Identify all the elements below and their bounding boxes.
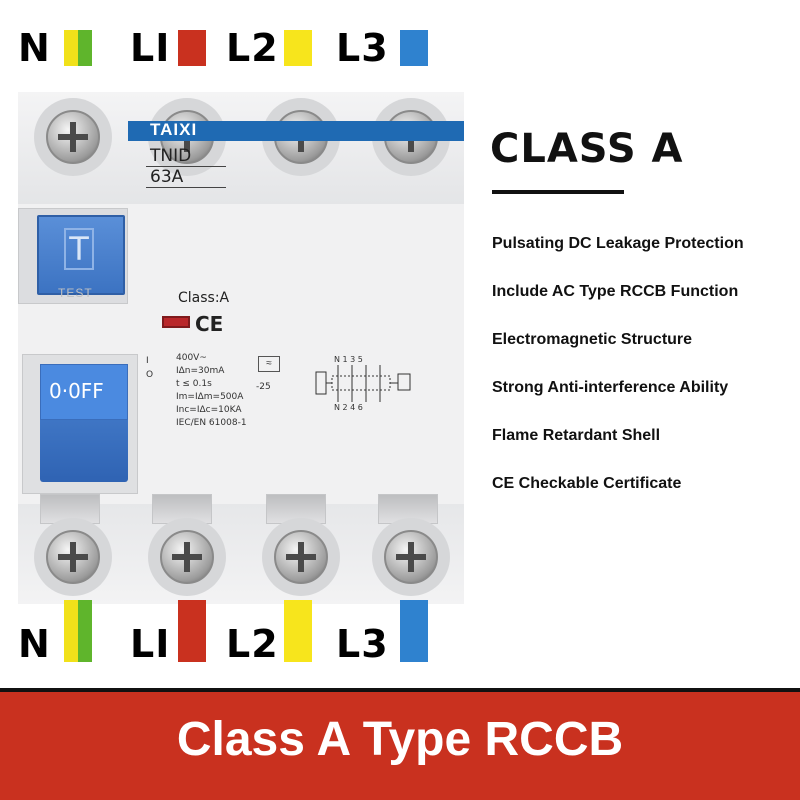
feature-item: Strong Anti-interference Ability [492,379,729,396]
terminal-label-bottom-l1: LI [130,622,171,666]
feature-item: Pulsating DC Leakage Protection [492,235,744,252]
schematic-bottom-label: N 2 4 6 [334,403,363,412]
divider [146,187,226,188]
terminal-label-bottom-l2: L2 [226,622,279,666]
screw-icon [46,110,100,164]
model-label: TNID [150,146,192,166]
rating-label: 63A [150,167,184,187]
terminal-label-top-n: N [18,26,51,70]
screw-icon [384,530,438,584]
wire-l3-top [400,30,428,66]
screw-icon [160,530,214,584]
screw-icon [274,530,328,584]
schematic-top-label: N 1 3 5 [334,355,363,364]
divider [146,166,226,167]
schematic-icon: N 1 3 5 N 2 4 6 [315,355,411,412]
test-caption: TEST [58,286,93,300]
screw-icon [46,530,100,584]
spec-trip-time: t ≤ 0.1s [176,379,212,389]
spec-short-circuit: Inc=IΔc=10KA [176,405,242,415]
spec-list: 400V~ IΔn=30mA t ≤ 0.1s Im=IΔm=500A Inc=… [176,352,247,430]
wire-l1-top [178,30,206,66]
spec-standard: IEC/EN 61008-1 [176,418,247,428]
on-label: I [146,356,149,366]
brand-bar [128,121,464,141]
spec-making-capacity: Im=IΔm=500A [176,392,244,402]
wire-l3-bottom [400,600,428,662]
on-off-markers: I O [146,354,153,382]
terminal-label-bottom-l3: L3 [336,622,389,666]
terminal-label-top-l1: LI [130,26,171,70]
wire-l2-top [284,30,312,66]
handle-face [40,364,128,420]
wire-neutral-bottom [64,600,92,662]
off-label: O [146,370,154,380]
spec-voltage: 400V~ [176,353,207,363]
spec-residual-current: IΔn=30mA [176,366,225,376]
page-title: CLASS A [490,126,684,172]
feature-item: Electromagnetic Structure [492,331,693,348]
pulsating-dc-symbol-icon: ≈ [258,356,280,372]
ce-mark-icon: CE [195,312,224,336]
feature-item: Include AC Type RCCB Function [492,283,739,300]
terminal-label-top-l2: L2 [226,26,279,70]
feature-item: CE Checkable Certificate [492,475,682,492]
temperature-mark: -25 [256,382,271,392]
brand-name: TAIXI [150,120,198,139]
banner-title: Class A Type RCCB [176,713,624,766]
wire-neutral-top [64,30,92,66]
terminal-label-top-l3: L3 [336,26,389,70]
title-underline [492,190,624,194]
bottom-banner [0,688,800,800]
wire-l2-bottom [284,600,312,662]
feature-item: Flame Retardant Shell [492,427,661,444]
wire-l1-bottom [178,600,206,662]
class-label: Class:A [178,290,230,306]
fault-indicator [162,316,190,328]
test-button-icon: T [64,228,94,270]
terminal-label-bottom-n: N [18,622,51,666]
handle-label: 0·0FF [49,379,104,403]
